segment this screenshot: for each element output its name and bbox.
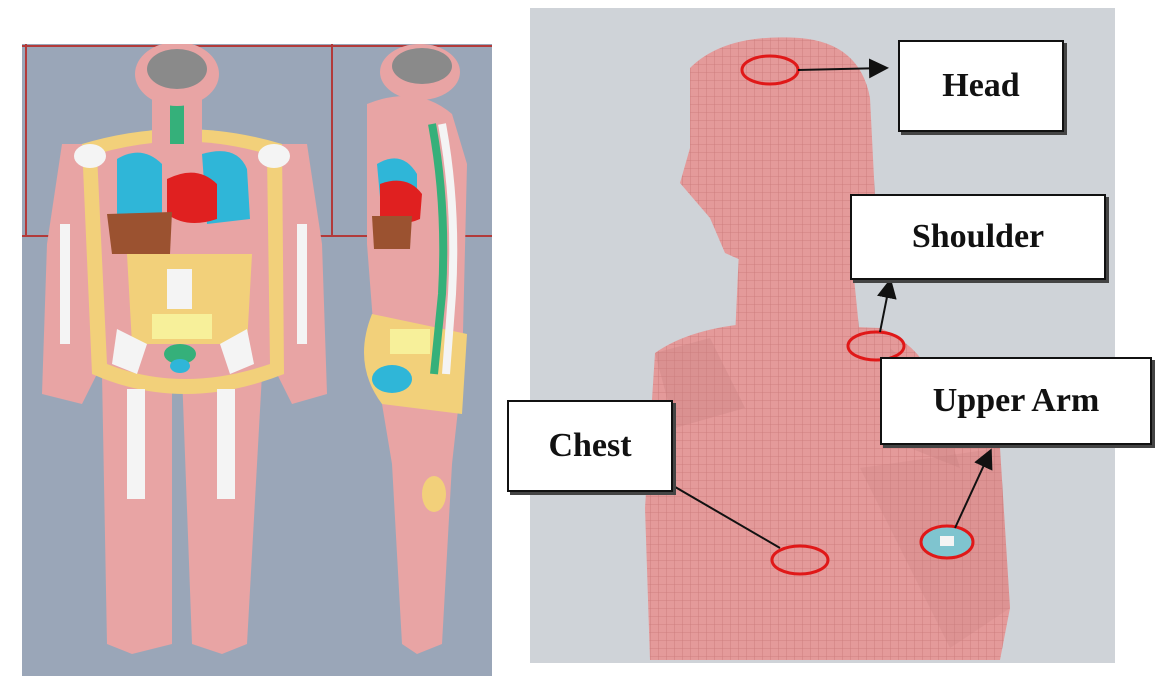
- chest-marker: [772, 546, 828, 574]
- head-label: Head: [898, 40, 1064, 132]
- head-marker: [742, 56, 798, 84]
- shoulder-label: Shoulder: [850, 194, 1106, 280]
- chest-connector: [670, 484, 780, 548]
- shoulder-arrow: [880, 282, 890, 332]
- shoulder-marker: [848, 332, 904, 360]
- upper-arm-sensor: [940, 536, 954, 546]
- head-arrow: [798, 68, 885, 70]
- chest-label: Chest: [507, 400, 673, 492]
- upper-arm-label: Upper Arm: [880, 357, 1152, 445]
- upper-arm-arrow: [955, 452, 990, 528]
